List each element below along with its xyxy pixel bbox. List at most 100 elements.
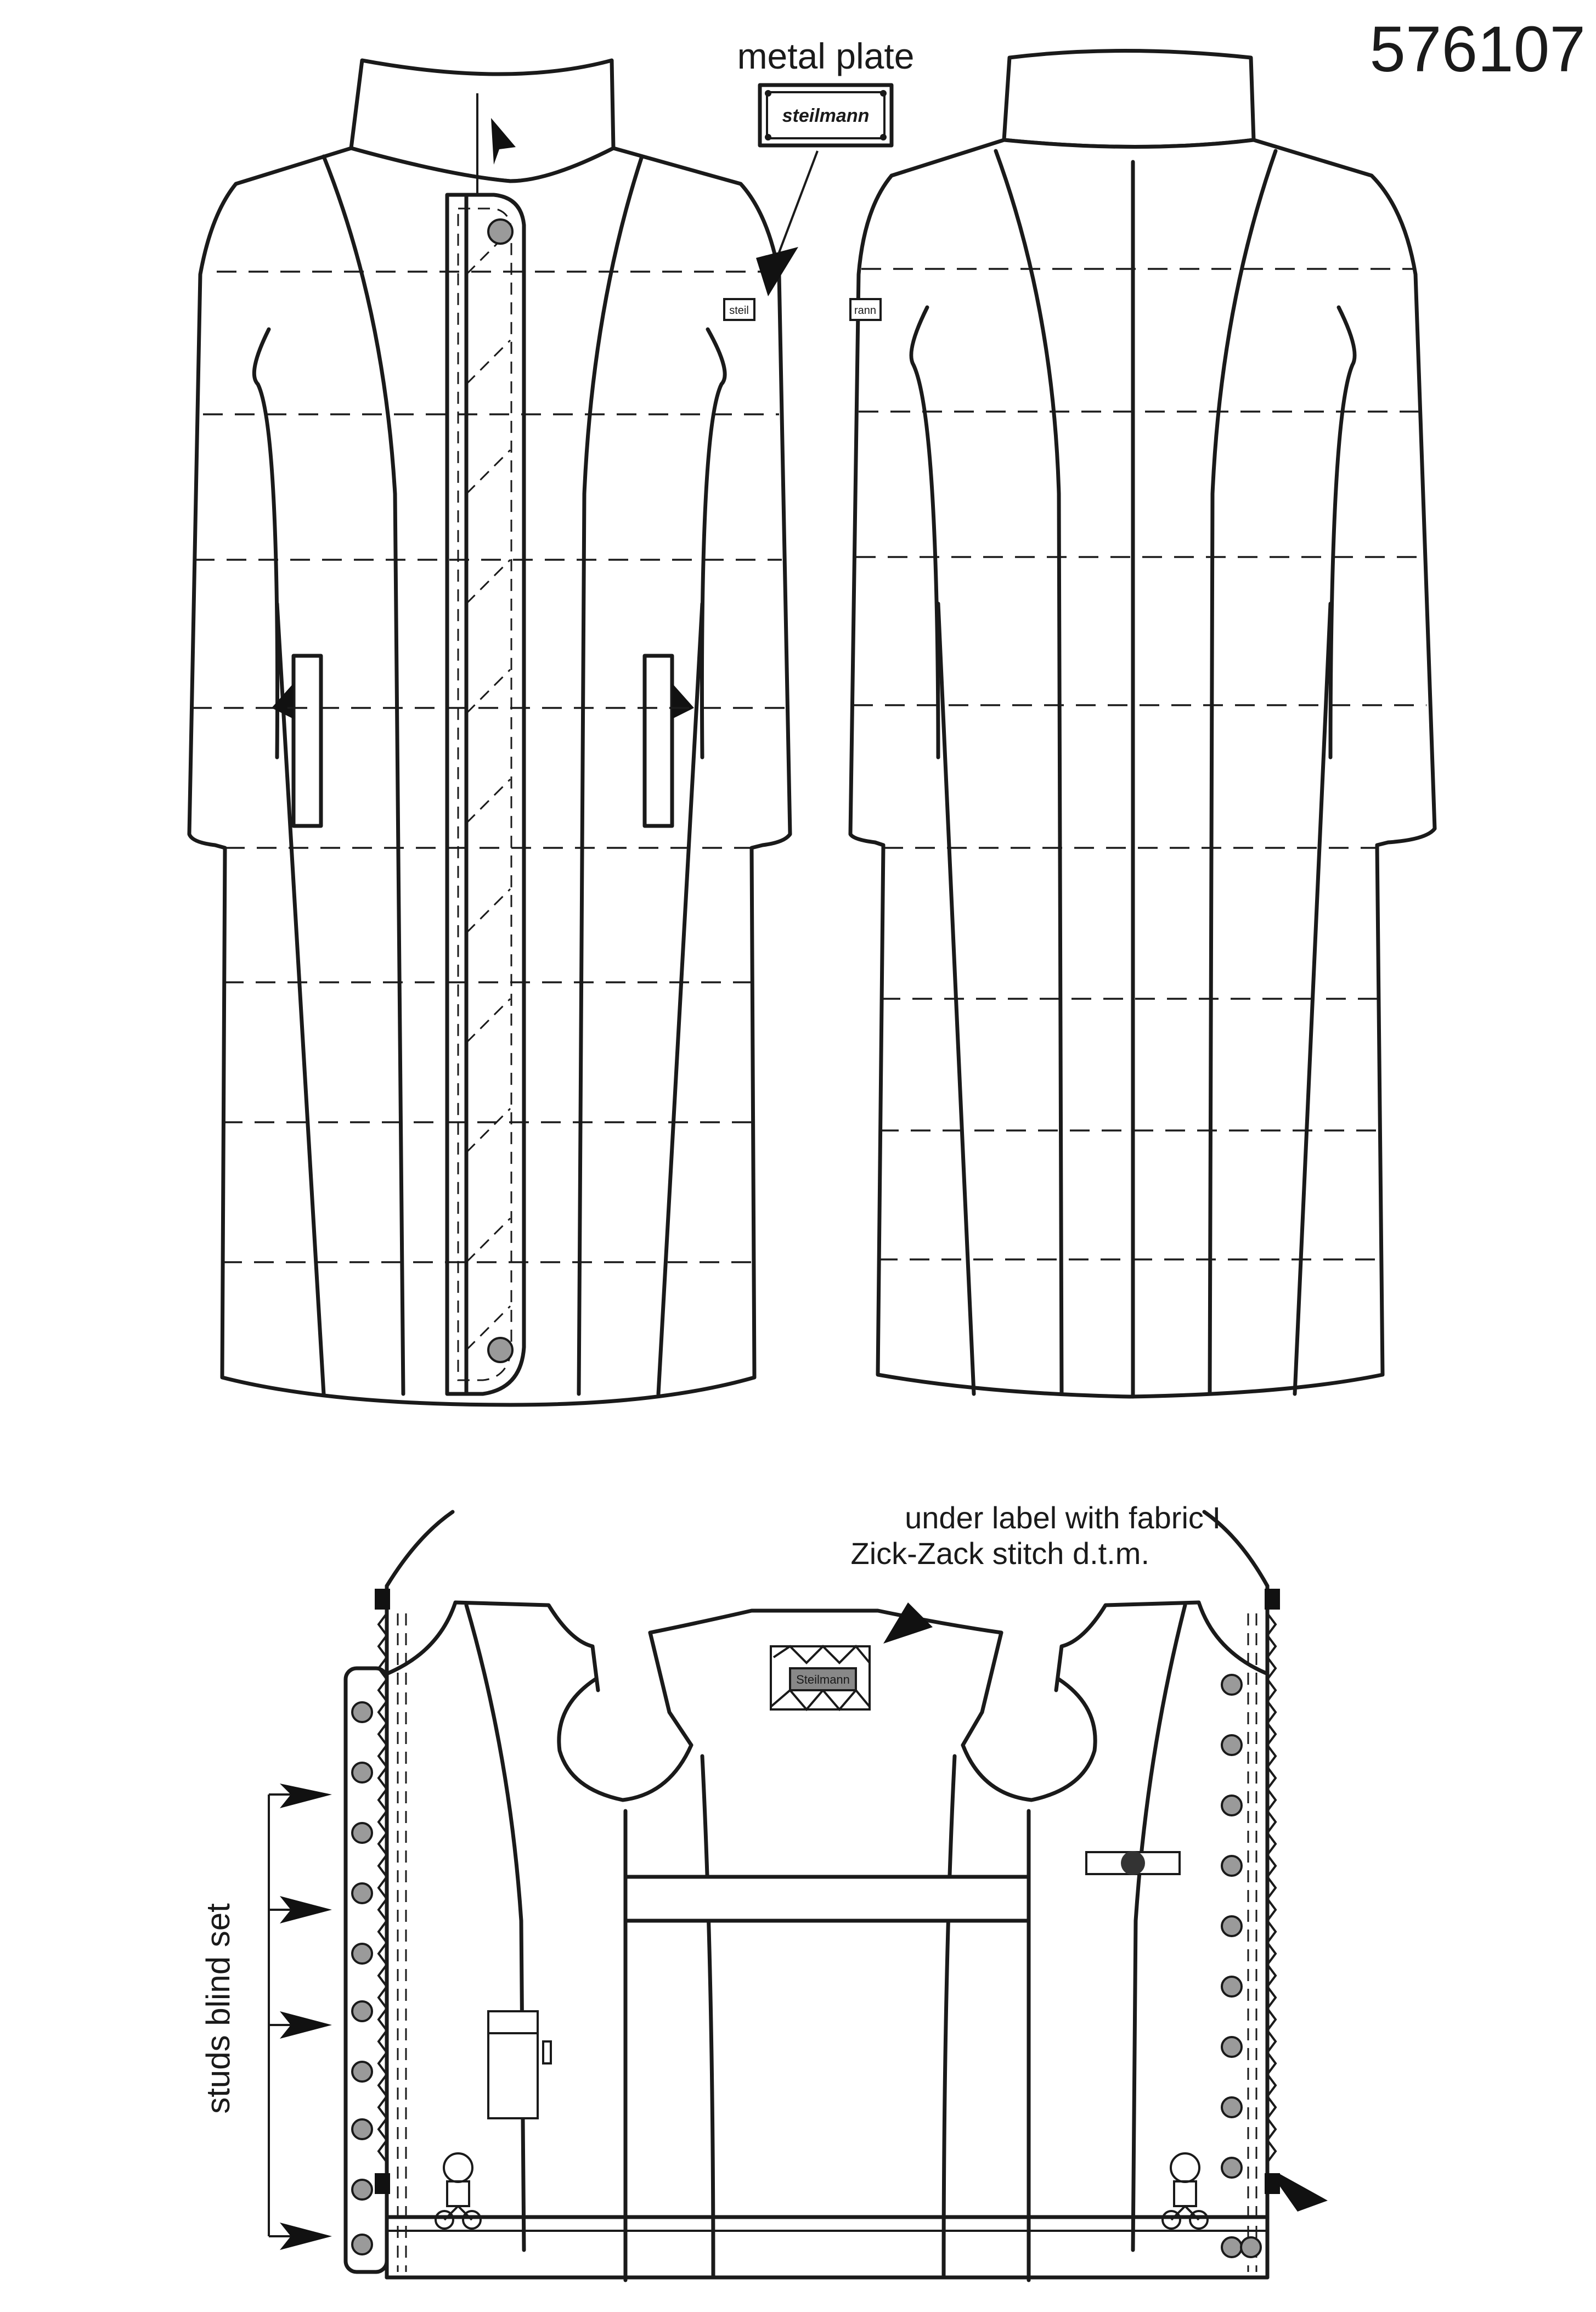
right-stud [1221,1915,1243,1937]
placket-bottom-stud [487,1337,514,1363]
inner-right-armhole [961,1677,1097,1802]
left-stud [351,2234,373,2255]
right-stud [1221,2096,1243,2118]
back-body-outline [848,138,1437,1399]
front-left-princess-seam [322,154,405,1396]
left-stud [351,1943,373,1965]
left-pocket-tab-icon [272,683,294,719]
metal-plate-label: metal plate [737,36,915,76]
right-stud [1221,2036,1243,2058]
inner-label-text: Steilmann [796,1673,850,1686]
inner-back-left-armhole-edge [648,1630,693,1747]
open-inner-view: Steilmann under label with fabric I Zick… [200,1500,1328,2282]
back-view: rann [848,49,1437,1399]
placket-top-stud [487,218,514,245]
stud-arrow-icon [280,2011,332,2039]
zip-pull-icon [491,118,516,165]
front-right-side-seam [656,601,704,1396]
inner-right-seam [1131,1603,1187,2252]
right-top-stopper [1265,1589,1280,1610]
inner-label [789,1667,857,1691]
inner-back-right-armhole-edge [961,1630,1003,1747]
inner-pocket-flap [487,2010,539,2034]
left-stud [351,1701,373,1723]
inner-back-lining [648,1608,1003,1635]
plate-screw-icon [765,90,771,97]
back-quilting [853,268,1426,1261]
inner-right-neck [1202,1510,1270,1588]
placket-diagonal-stitching [465,229,511,1351]
under-label-callout-line2: Zick-Zack stitch d.t.m. [851,1536,1150,1571]
right-stud [1221,2236,1243,2258]
hanger-tape [623,1875,1031,1923]
inner-pocket [487,2010,539,2119]
front-left-pocket [291,654,323,828]
front-sleeve-plate [723,298,755,321]
left-bottom-stopper [375,2173,390,2194]
plate-screw-icon [880,134,887,140]
back-sleeve-plate-text: rann [854,305,876,317]
front-right-pocket [642,654,674,828]
right-pocket-tab-icon [672,683,694,719]
under-label-callout-line1: under label with fabric I [905,1500,1221,1535]
stud-arrow-icon [280,1784,332,1808]
back-right-princess-seam [1208,149,1278,1396]
right-stud [1221,1734,1243,1756]
metal-plate-border [766,91,886,139]
back-sleeve-plate [849,298,882,321]
left-inner-topstitch [397,1613,407,2272]
inner-left-armhole [557,1677,693,1802]
under-label-arrow-icon [883,1602,933,1644]
left-stud [351,2061,373,2083]
right-stud [1221,1855,1243,1877]
right-stud [1221,2157,1243,2179]
article-number: 576107 [1369,13,1586,86]
left-stud [351,2179,373,2201]
right-bottom-stopper [1265,2173,1280,2194]
inner-hem-band [385,2215,1270,2280]
inner-back-right-seam [941,1754,957,2280]
right-hem-arrow-icon [1278,2173,1328,2212]
left-stud [351,1882,373,1904]
left-stud [351,2118,373,2140]
right-stud [1221,1976,1243,1998]
metal-plate-arrow-icon [756,247,798,296]
back-left-princess-seam [994,149,1064,1396]
left-stud [351,2000,373,2022]
back-collar [1002,49,1256,149]
inner-pocket-tab [542,2040,552,2065]
right-stud [1221,1795,1243,1816]
front-left-side-seam [275,601,326,1396]
inner-left-front-panel [385,1600,600,1692]
left-top-stopper [375,1589,390,1610]
front-quilting [192,271,785,1263]
right-drawcord-toggle [1161,2152,1209,2230]
stud-arrow-icon [280,2223,332,2250]
front-right-princess-seam [577,154,644,1396]
inner-back-left-seam [700,1754,715,2280]
right-inner-topstitch [1247,1613,1257,2272]
metal-plate-callout: metal plate steilmann [737,36,915,296]
plate-screw-icon [765,134,771,140]
right-stud [1240,2236,1262,2258]
metal-plate-leader [778,150,819,253]
key-loop-button-icon [1121,1851,1145,1875]
left-drawcord-toggle [435,2152,482,2230]
left-stud [351,1822,373,1844]
front-view: steil [187,58,792,1407]
plate-logo: steilmann [782,105,870,126]
left-zigzag-edge [377,1612,388,2163]
placket-topstitch [457,207,512,1381]
inner-left-neck [385,1510,455,1588]
plate-screw-icon [880,90,887,97]
right-zigzag-edge [1266,1612,1277,2163]
front-sleeve-plate-text: steil [729,305,749,317]
stud-arrow-icon [280,1896,332,1923]
metal-plate-detail [758,83,894,148]
studs-callout-label: studs blind set [200,1903,236,2114]
right-stud [1221,1674,1243,1696]
inner-right-front-panel [1054,1600,1270,1692]
inner-left-seam [464,1603,526,2252]
